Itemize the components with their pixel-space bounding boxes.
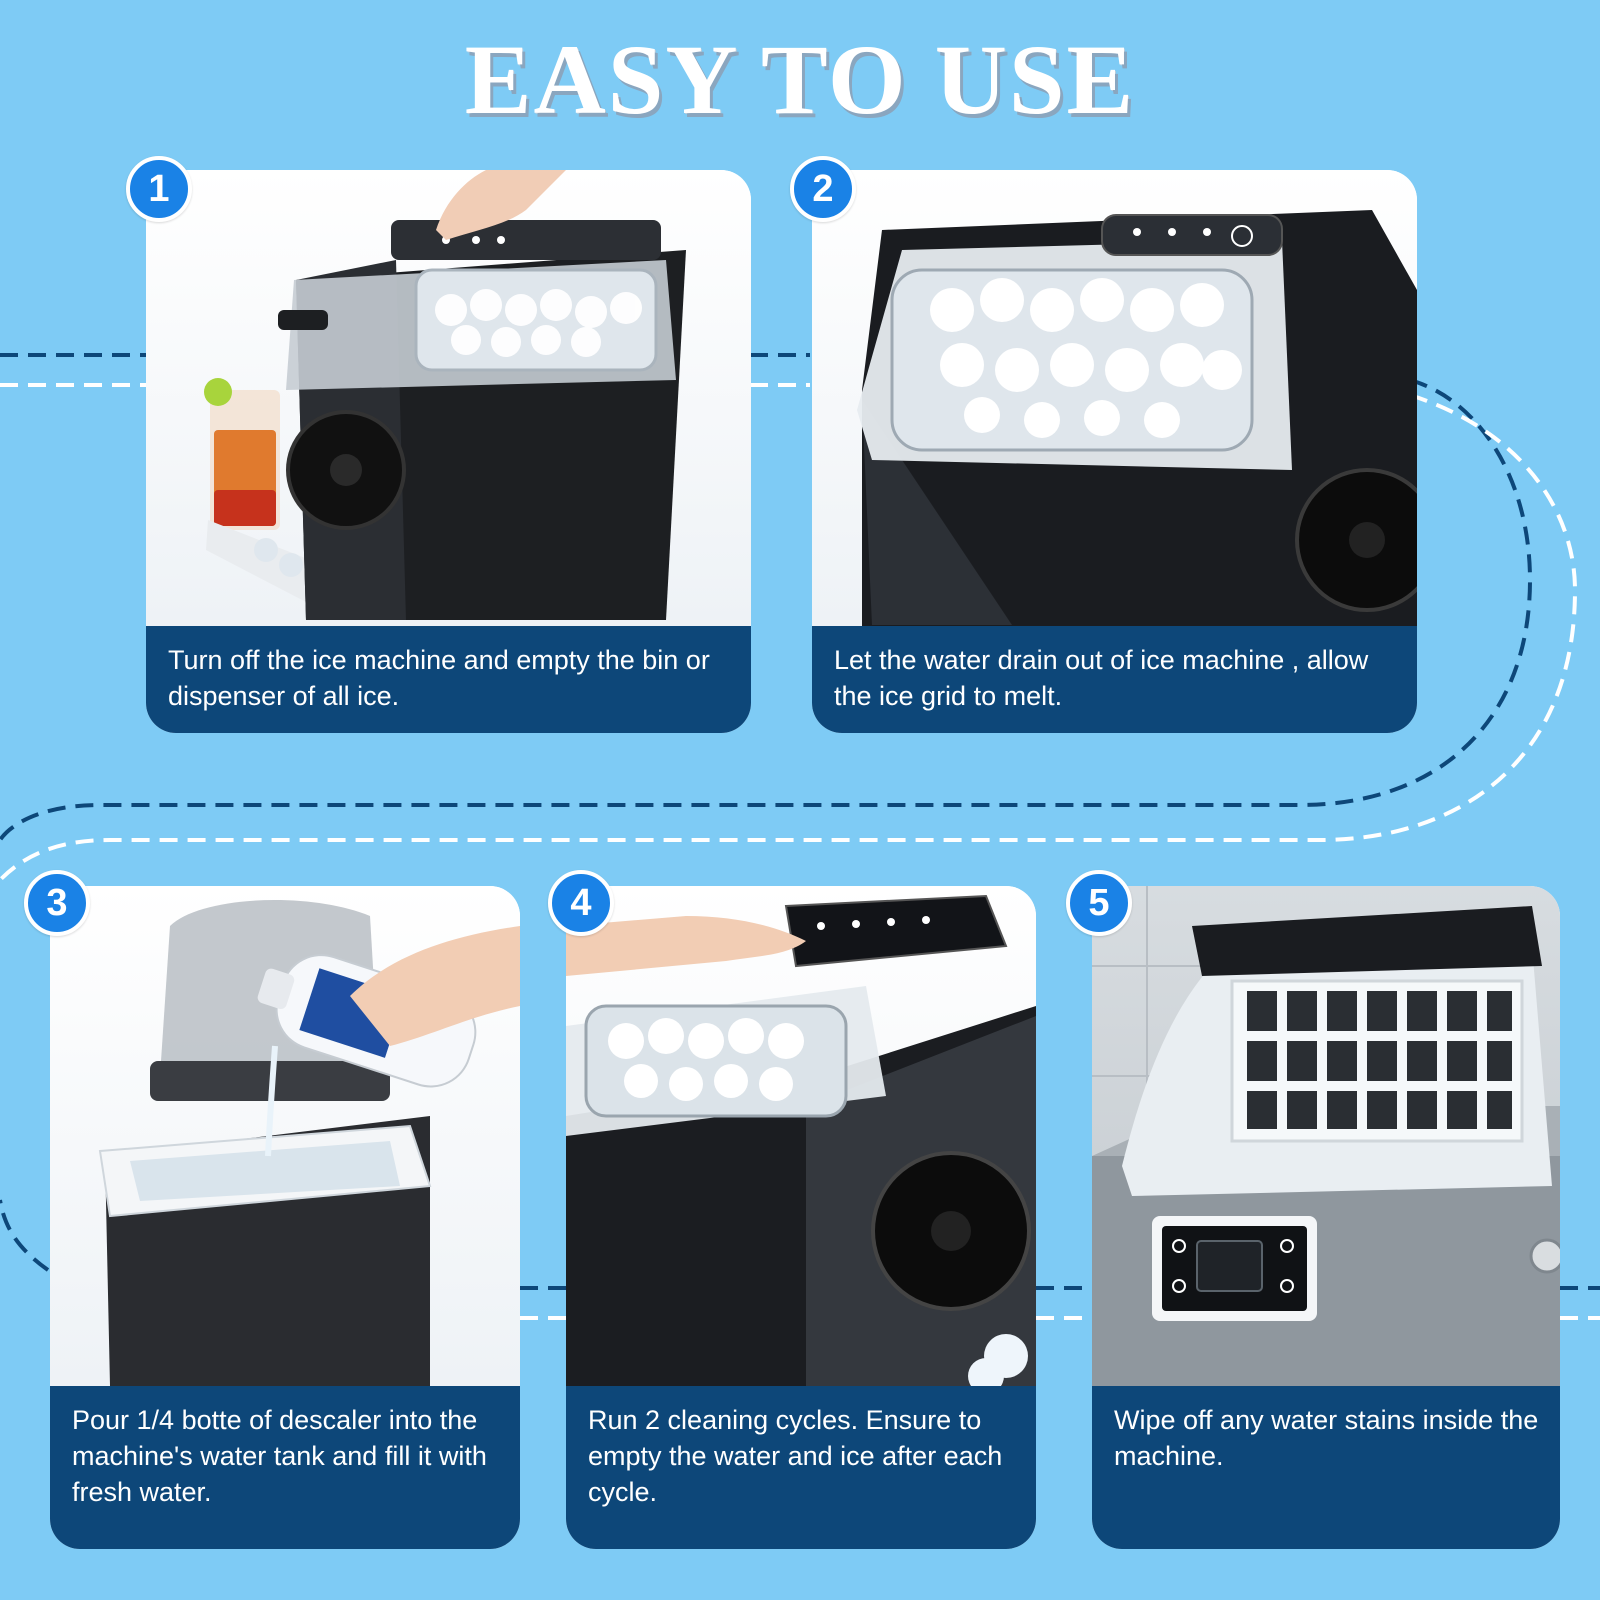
path-dark-top [0,353,1533,842]
step-3-photo [50,886,520,1386]
step-2-caption: Let the water drain out of ice machine ,… [812,626,1417,733]
ice-machine-open-grid-icon [1092,886,1560,1386]
path-light-top [0,383,1578,882]
step-5-caption: Wipe off any water stains inside the mac… [1092,1386,1560,1549]
step-4-photo [566,886,1036,1386]
page-title: EASY TO USE [464,24,1136,135]
step-badge-2: 2 [790,156,856,222]
step-4-caption: Run 2 cleaning cycles. Ensure to empty t… [566,1386,1036,1549]
step-badge-5: 5 [1066,870,1132,936]
ice-machine-closeup-icon [857,210,1417,626]
step-card-5: Wipe off any water stains inside the mac… [1092,886,1560,1549]
step-5-photo [1092,886,1560,1386]
ice-machine-pressing-button-icon [566,894,1036,1386]
step-badge-1: 1 [126,156,192,222]
ice-machine-with-hand-and-drink-icon [204,170,686,620]
ice-machine-pouring-cleaner-icon [98,899,520,1386]
step-card-1: Turn off the ice machine and empty the b… [146,170,751,733]
path-dark-left [0,1199,50,1272]
step-card-2: Let the water drain out of ice machine ,… [812,170,1417,733]
step-badge-3: 3 [24,870,90,936]
step-badge-4: 4 [548,870,614,936]
step-2-photo [812,170,1417,626]
step-card-3: Pour 1/4 botte of descaler into the mach… [50,886,520,1549]
step-1-photo [146,170,751,626]
step-3-caption: Pour 1/4 botte of descaler into the mach… [50,1386,520,1549]
step-card-4: Run 2 cleaning cycles. Ensure to empty t… [566,886,1036,1549]
step-1-caption: Turn off the ice machine and empty the b… [146,626,751,733]
